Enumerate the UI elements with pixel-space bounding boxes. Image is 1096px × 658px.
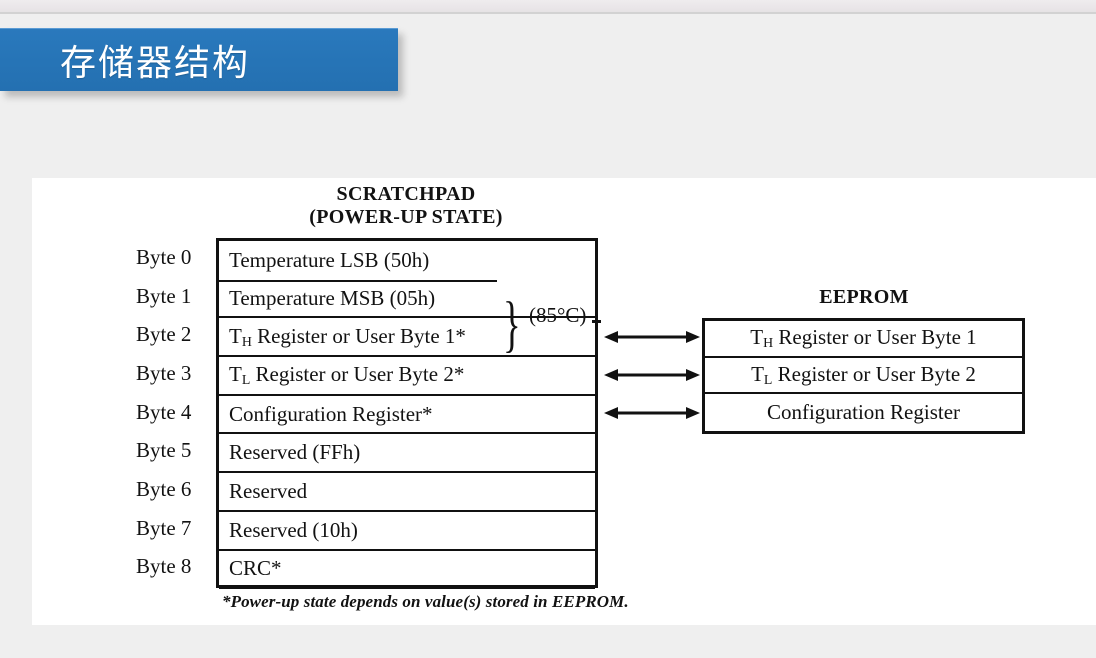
byte-label: Byte 0 xyxy=(136,244,192,269)
scratchpad-row-text: TL Register or User Byte 2* xyxy=(229,362,465,388)
table-row: Configuration Register xyxy=(705,394,1022,431)
scratchpad-header: SCRATCHPAD (POWER-UP STATE) xyxy=(216,183,596,229)
top-strip xyxy=(0,0,1096,12)
eeprom-row-text: TH Register or User Byte 1 xyxy=(750,325,977,351)
byte-label: Byte 4 xyxy=(136,399,192,424)
byte-label-column: Byte 0 Byte 1 Byte 2 Byte 3 Byte 4 Byte … xyxy=(136,238,212,588)
scratchpad-row-text: Configuration Register* xyxy=(229,401,433,426)
byte-label: Byte 6 xyxy=(136,476,192,501)
scratchpad-row-text: Temperature MSB (05h) xyxy=(229,285,436,310)
subscript-h: H xyxy=(763,335,774,351)
table-row: Reserved (10h) xyxy=(219,512,595,551)
table-row: TL Register or User Byte 2* xyxy=(219,357,595,396)
table-row: TL Register or User Byte 2 xyxy=(705,358,1022,395)
eeprom-row-text: Configuration Register xyxy=(766,399,961,424)
byte-label: Byte 8 xyxy=(136,554,192,579)
table-row: CRC* xyxy=(219,551,595,590)
title-banner: 存储器结构 xyxy=(0,28,398,91)
figure-card: SCRATCHPAD (POWER-UP STATE) Byte 0 Byte … xyxy=(32,178,1096,625)
scratchpad-table: Temperature LSB (50h) Temperature MSB (0… xyxy=(216,238,601,590)
byte-label: Byte 5 xyxy=(136,438,192,463)
subscript-h: H xyxy=(241,333,252,349)
table-row: TH Register or User Byte 1* xyxy=(219,318,595,358)
top-divider-rule xyxy=(0,12,1096,14)
figure-footnote: *Power-up state depends on value(s) stor… xyxy=(222,592,629,611)
table-row: TH Register or User Byte 1 xyxy=(705,321,1022,358)
table-row: Temperature LSB (50h) xyxy=(219,241,595,280)
sync-arrow-th xyxy=(604,330,700,344)
subscript-l: L xyxy=(241,372,251,388)
scratchpad-row-text: Reserved (FFh) xyxy=(229,440,361,465)
sync-arrow-tl xyxy=(604,368,700,382)
table-row: Reserved (FFh) xyxy=(219,434,595,474)
eeprom-header: EEPROM xyxy=(819,286,909,308)
page-title: 存储器结构 xyxy=(60,43,251,84)
subscript-l: L xyxy=(763,371,773,387)
temperature-brace: } xyxy=(503,288,521,358)
eeprom-row-text: TL Register or User Byte 2 xyxy=(751,361,976,387)
scratchpad-row-text: Temperature LSB (50h) xyxy=(229,247,430,272)
scratchpad-row-text: CRC* xyxy=(229,556,282,581)
table-row: Configuration Register* xyxy=(219,396,595,435)
byte-label: Byte 3 xyxy=(136,360,192,385)
sync-arrow-config xyxy=(604,406,700,420)
eeprom-table: TH Register or User Byte 1 TL Register o… xyxy=(702,318,1025,434)
byte-label: Byte 7 xyxy=(136,515,192,540)
byte-label: Byte 1 xyxy=(136,283,192,308)
byte-label: Byte 2 xyxy=(136,322,192,347)
table-row: Temperature MSB (05h) xyxy=(219,280,595,319)
byte0-byte1-divider xyxy=(219,279,497,283)
scratchpad-row-text: Reserved (10h) xyxy=(229,517,358,542)
scratchpad-header-line2: (POWER-UP STATE) xyxy=(309,206,503,228)
scratchpad-row-text: TH Register or User Byte 1* xyxy=(229,323,466,349)
table-row: Reserved xyxy=(219,473,595,512)
annotation-dash xyxy=(592,320,601,323)
temperature-annotation: (85°C) xyxy=(529,303,587,327)
scratchpad-header-line1: SCRATCHPAD xyxy=(336,183,476,205)
scratchpad-row-text: Reserved xyxy=(229,478,308,503)
